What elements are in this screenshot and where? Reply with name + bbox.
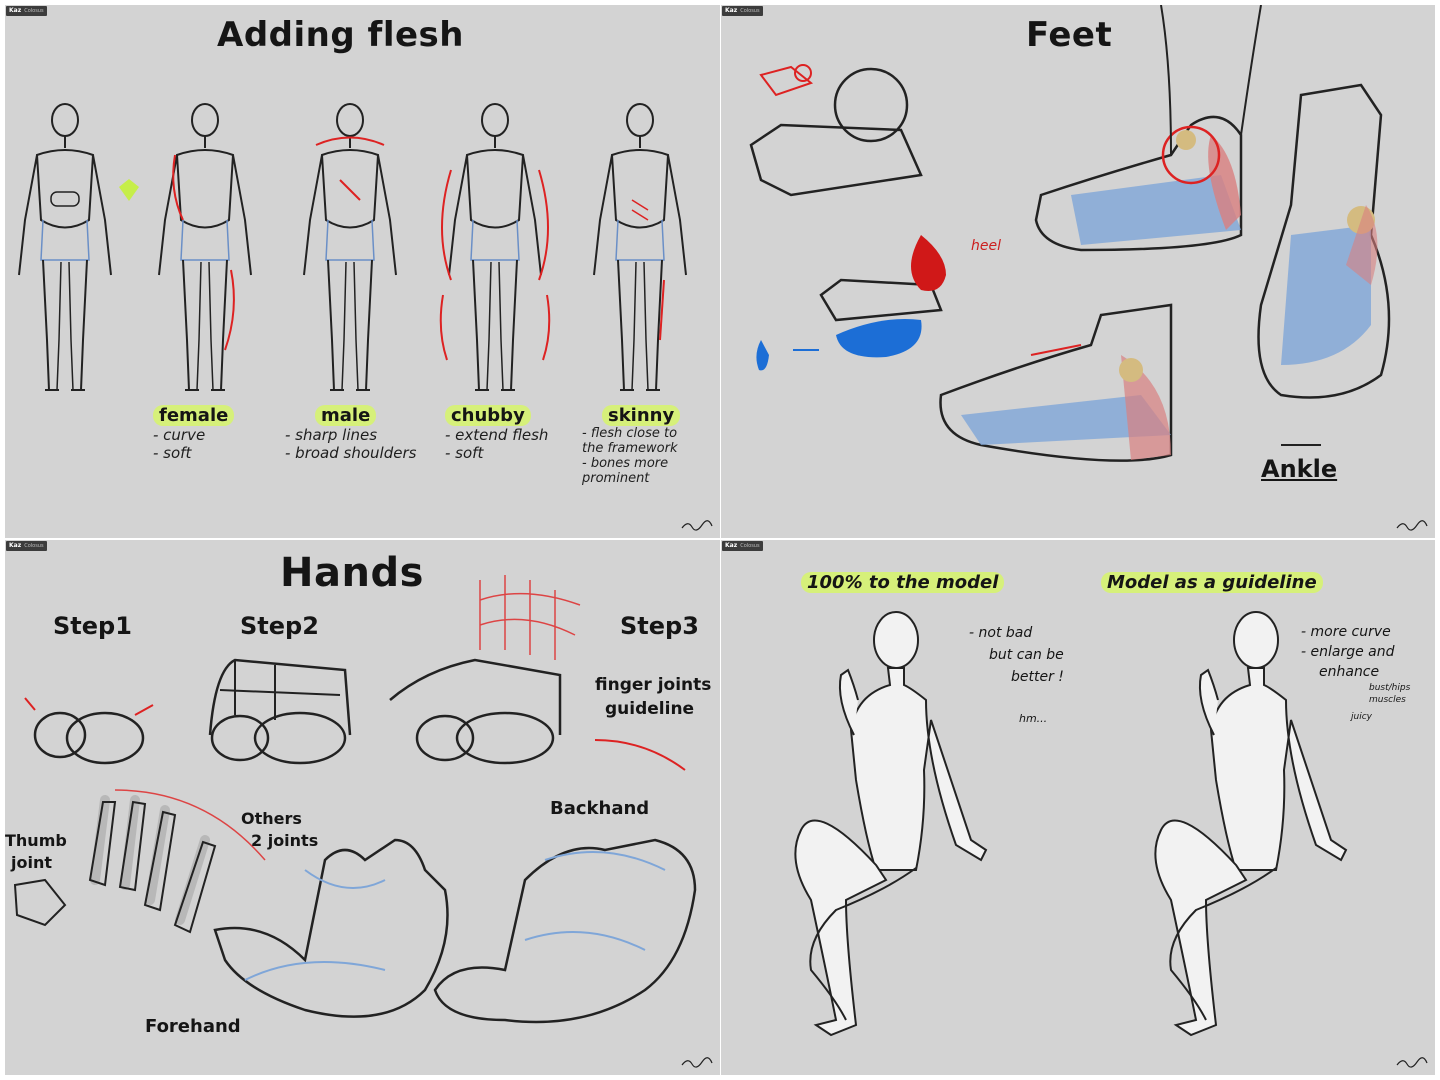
step3-label: Step3 [620, 612, 699, 640]
foot-block-shape [749, 123, 923, 197]
hands-illustration [13, 575, 697, 1024]
page-title: Feet [1026, 15, 1113, 55]
male-figure [303, 103, 397, 391]
heel-ball-shape [833, 67, 909, 143]
red-drop-shape [911, 235, 946, 291]
right-juicy: juicy [1351, 712, 1372, 722]
chubby-figure [439, 103, 551, 391]
blue-sole-shape [836, 319, 922, 358]
backhand-label: Backhand [550, 798, 650, 819]
left-notes: - not bad but can be better ! [969, 625, 1064, 685]
step2-label: Step2 [240, 612, 319, 640]
right-notes: - more curve - enlarge and enhance [1301, 624, 1395, 680]
artist-signature [681, 520, 713, 531]
type-chubby: chubby - extend flesh - soft [445, 405, 549, 462]
step1-label: Step1 [53, 612, 132, 640]
foot-side-view [1034, 115, 1243, 252]
heel-label: heel [971, 238, 1001, 254]
type-female: female - curve - soft [153, 405, 235, 462]
female-figure [158, 103, 252, 391]
heading-right: Model as a guideline [1101, 572, 1323, 593]
forehand-drawing [213, 838, 449, 1018]
foot-lower-view [939, 303, 1173, 462]
forehand-label: Forehand [145, 1016, 241, 1037]
type-skinny: skinny - flesh close to the framework - … [582, 405, 681, 486]
foot-front-view [1257, 83, 1391, 399]
artist-signature [1396, 520, 1428, 531]
left-hm: hm... [1019, 712, 1048, 725]
artist-signature [681, 1057, 713, 1068]
footprint-icon [756, 340, 769, 371]
heading-left: 100% to the model [801, 572, 1005, 593]
page-title: Adding flesh [217, 15, 464, 55]
type-male: male - sharp lines - broad shoulders [285, 405, 417, 462]
arrow-icon [119, 179, 139, 201]
pose-figure-left [794, 611, 987, 1036]
figures-illustration [18, 103, 687, 391]
pose-illustration [794, 611, 1347, 1036]
backhand-drawing [433, 838, 697, 1024]
thumb-joint-note: Thumb joint [5, 831, 67, 872]
finger-joints-note: finger joints guideline [595, 675, 712, 719]
wooden-mannequin-figure [18, 103, 112, 391]
others-joints-note: Others 2 joints [241, 809, 319, 850]
feet-illustration [749, 5, 1391, 462]
ankle-circle [1161, 125, 1221, 185]
skinny-figure [593, 103, 687, 391]
artist-signature [1396, 1057, 1428, 1068]
page-title: Hands [280, 550, 424, 596]
right-small-notes: bust/hips muscles [1369, 683, 1411, 705]
ankle-label: Ankle [1261, 455, 1338, 483]
